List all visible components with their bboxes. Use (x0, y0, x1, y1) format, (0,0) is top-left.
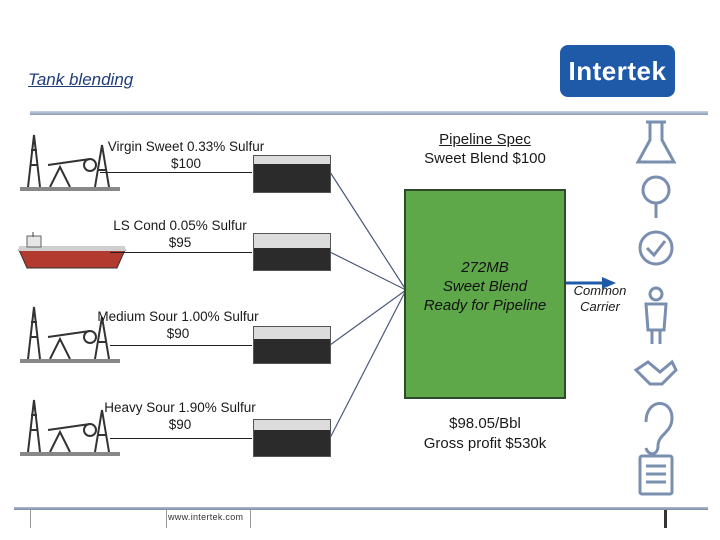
clipboard-icon (638, 454, 674, 496)
flask-icon (635, 120, 677, 164)
source-pointer (110, 438, 252, 439)
source-price: $90 (168, 417, 192, 432)
blend-tank (404, 189, 566, 399)
source-pointer (110, 252, 252, 253)
source-tank-3 (253, 326, 331, 364)
source-price: $100 (170, 156, 202, 171)
pipeline-spec-value: Sweet Blend $100 (424, 150, 546, 167)
blend-result: $98.05/Bbl Gross profit $530k (404, 414, 566, 454)
pipeline-spec-title: Pipeline Spec (439, 131, 531, 148)
handshake-icon (633, 359, 678, 386)
flow-line-1 (329, 171, 407, 291)
footer-tick (30, 510, 31, 528)
flow-line-2 (329, 251, 407, 291)
page-title: Tank blending (28, 70, 134, 89)
source-price: $95 (168, 235, 192, 250)
blend-status: Ready for Pipeline (423, 297, 547, 314)
intertek-logo: Intertek (560, 45, 675, 97)
source-price: $90 (166, 326, 190, 341)
result-profit: Gross profit $530k (423, 435, 547, 452)
blend-volume: 272MB (461, 259, 509, 276)
carrier-arrow-head (602, 277, 616, 289)
flow-line-4 (329, 289, 407, 439)
source-label-heavy-sour: Heavy Sour 1.90% Sulfur $90 (92, 399, 268, 433)
footer-url[interactable]: www.intertek.com (168, 512, 244, 522)
source-name: Heavy Sour 1.90% Sulfur (104, 400, 256, 415)
footer-tick (250, 510, 251, 528)
source-pointer (100, 172, 252, 173)
source-tank-2 (253, 233, 331, 271)
magnifier-icon (641, 175, 671, 218)
source-tank-4 (253, 419, 331, 457)
source-name: Virgin Sweet 0.33% Sulfur (107, 139, 265, 154)
source-label-medium-sour: Medium Sour 1.00% Sulfur $90 (88, 308, 268, 342)
flow-line-3 (329, 289, 407, 346)
blend-label: 272MB Sweet Blend Ready for Pipeline (404, 258, 566, 315)
footer-tick (166, 510, 167, 528)
blend-name: Sweet Blend (442, 278, 528, 295)
footer-divider (14, 507, 708, 510)
source-name: LS Cond 0.05% Sulfur (113, 218, 247, 233)
source-name: Medium Sour 1.00% Sulfur (97, 309, 259, 324)
oil-pumpjack-icon (20, 134, 120, 191)
oil-pumpjack-icon (20, 399, 120, 456)
approved-seal-icon (638, 230, 674, 266)
oil-pumpjack-icon (20, 306, 120, 363)
header-divider (30, 111, 708, 115)
footer-tick-right (664, 510, 667, 528)
ear-icon (644, 402, 674, 456)
tanker-ship-icon (18, 232, 126, 269)
carrier-line-1: Common (573, 283, 627, 298)
source-tank-1 (253, 155, 331, 193)
source-label-virgin-sweet: Virgin Sweet 0.33% Sulfur $100 (96, 138, 276, 172)
source-label-ls-cond: LS Cond 0.05% Sulfur $95 (100, 217, 260, 251)
pipeline-spec: Pipeline Spec Sweet Blend $100 (410, 130, 560, 168)
source-pointer (110, 345, 252, 346)
person-icon (644, 286, 668, 344)
result-price: $98.05/Bbl (449, 415, 521, 432)
carrier-line-2: Carrier (580, 299, 620, 314)
side-icon-column (633, 120, 678, 496)
common-carrier-label: Common Carrier (560, 283, 640, 315)
